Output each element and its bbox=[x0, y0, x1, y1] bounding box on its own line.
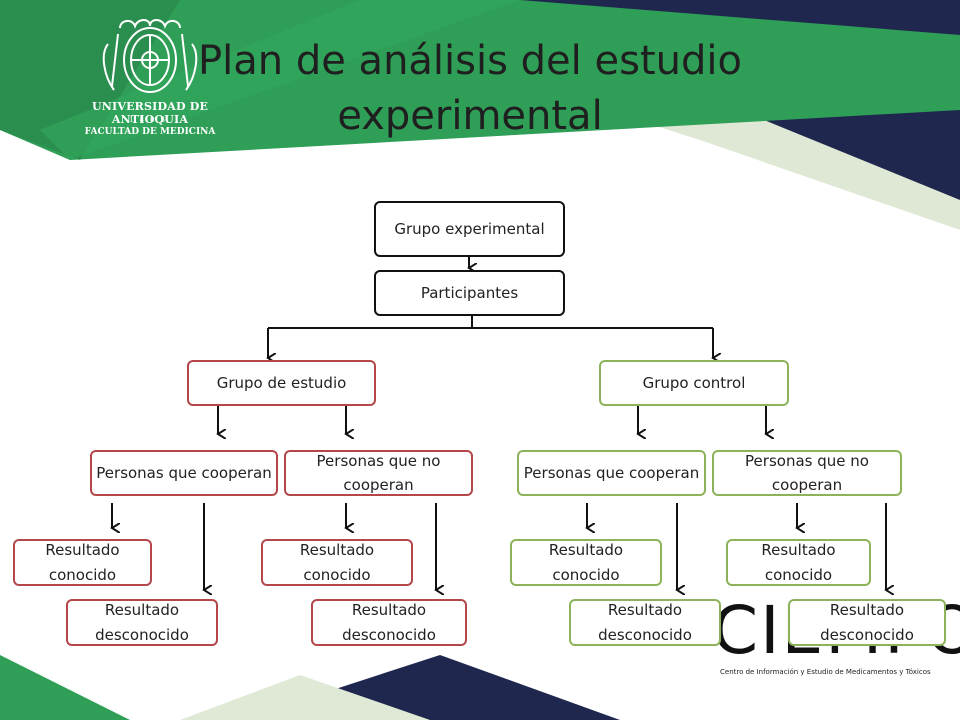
university-logo: UNIVERSIDAD DE ANTIOQUIA 1803 FACULTAD D… bbox=[60, 14, 240, 142]
node-r1-conocido: Resultado conocido bbox=[13, 539, 152, 586]
node-grupo-control: Grupo control bbox=[599, 360, 789, 406]
university-seal-icon bbox=[102, 19, 198, 93]
node-grupo-estudio: Grupo de estudio bbox=[187, 360, 376, 406]
node-r3-desconocido: Resultado desconocido bbox=[569, 599, 721, 646]
node-control-no-cooperan: Personas que no cooperan bbox=[712, 450, 902, 496]
node-r3-conocido: Resultado conocido bbox=[510, 539, 662, 586]
node-r2-conocido: Resultado conocido bbox=[261, 539, 413, 586]
node-control-cooperan: Personas que cooperan bbox=[517, 450, 706, 496]
node-r4-conocido: Resultado conocido bbox=[726, 539, 871, 586]
node-r1-desconocido: Resultado desconocido bbox=[66, 599, 218, 646]
slide-title: Plan de análisis del estudio experimenta… bbox=[150, 34, 790, 144]
title-line-1: Plan de análisis del estudio bbox=[198, 38, 742, 84]
node-estudio-cooperan: Personas que cooperan bbox=[90, 450, 278, 496]
faculty-name: FACULTAD DE MEDICINA bbox=[84, 127, 216, 137]
node-r2-desconocido: Resultado desconocido bbox=[311, 599, 467, 646]
node-participantes: Participantes bbox=[374, 270, 565, 316]
university-name: UNIVERSIDAD DE ANTIOQUIA bbox=[91, 100, 209, 126]
node-grupo-experimental: Grupo experimental bbox=[374, 201, 565, 257]
ciempo-subtitle: Centro de Información y Estudio de Medic… bbox=[720, 668, 931, 676]
node-estudio-no-cooperan: Personas que no cooperan bbox=[284, 450, 473, 496]
node-r4-desconocido: Resultado desconocido bbox=[788, 599, 946, 646]
university-year: 1803 bbox=[129, 116, 171, 124]
title-line-2: experimental bbox=[337, 93, 603, 139]
